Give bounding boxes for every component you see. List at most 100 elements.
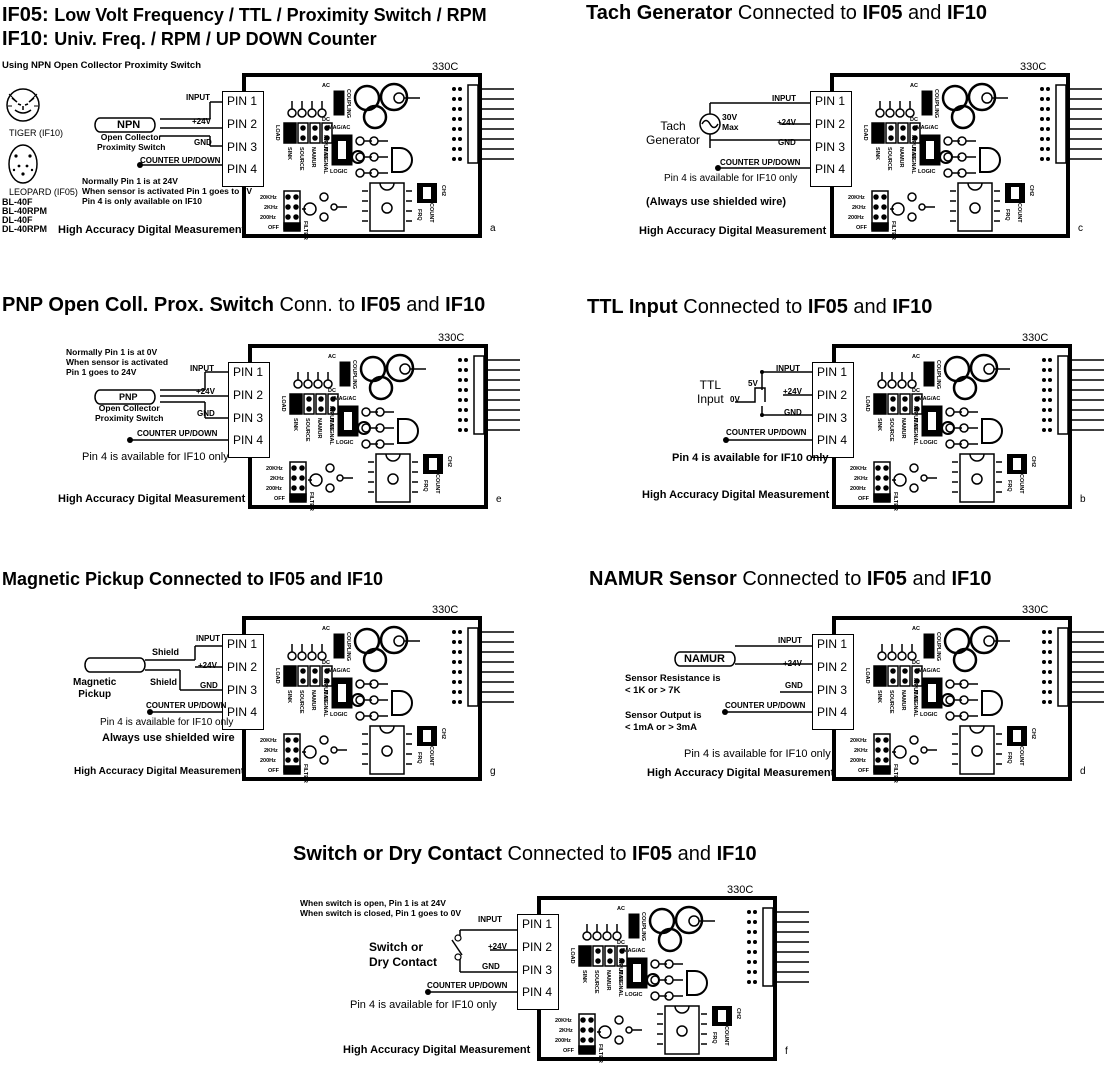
board-unit: 330C PIN 1 PIN 2 PIN 3 PIN 4 — [812, 332, 1107, 519]
label-frq: FRQ — [422, 480, 428, 492]
output-pins — [484, 359, 520, 431]
label-coupling: COUPLING — [933, 89, 939, 118]
label-2khz: 2KHz — [264, 748, 278, 754]
sensor-label-namur: NAMUR — [684, 653, 725, 665]
title-model1: IF05 — [862, 2, 903, 24]
label-dc: DC — [617, 940, 625, 946]
label-input-signal: INPUT SIGNAL — [910, 135, 916, 174]
board-unit: 330C PIN 1 PIN 2 PIN 3 PIN 4 — [812, 604, 1107, 791]
transistor — [979, 147, 1001, 173]
filter-components — [302, 192, 347, 222]
output-pins — [1068, 631, 1104, 703]
label-ch2: CH2 — [735, 1008, 741, 1019]
ic-chip — [362, 182, 412, 232]
output-connector — [1057, 627, 1069, 707]
wire-input-label: INPUT — [190, 364, 214, 373]
wire-counter-label: COUNTER UP/DOWN — [140, 156, 221, 165]
transistor — [686, 970, 708, 996]
label-mag-ac: MAG/AC — [328, 125, 350, 131]
capacitor-large-3 — [950, 104, 976, 130]
label-dc: DC — [322, 117, 330, 123]
panel-e-note: Normally Pin 1 is at 0V — [66, 347, 158, 357]
resistance-note: Sensor Resistance is < 1K or > 7K — [625, 673, 721, 696]
label-logic: LOGIC — [625, 992, 642, 998]
model-label: 330C — [1022, 332, 1049, 344]
panel-a-note: When sensor is activated Pin 1 goes to 0… — [82, 186, 253, 196]
label-dc: DC — [912, 660, 920, 666]
label-off: OFF — [858, 496, 870, 502]
label-ch2: CH2 — [440, 185, 446, 196]
label-frq: FRQ — [1006, 480, 1012, 492]
ac-source-icon — [699, 113, 721, 135]
pin-1-label: PIN 1 — [227, 637, 258, 651]
label-namur: NAMUR — [316, 418, 322, 438]
label-ch2: CH2 — [440, 728, 446, 739]
label-200hz: 200Hz — [260, 758, 276, 764]
label-coupling: COUPLING — [935, 632, 941, 661]
panel-e-note: When sensor is activated — [66, 357, 169, 367]
label-filter: FILTER — [890, 221, 896, 240]
board-unit: 330C PIN 1 PIN 2 PIN 3 PIN 4 — [222, 61, 517, 248]
source-label: Switch or Dry Contact — [369, 940, 438, 969]
wire-counter-label: COUNTER UP/DOWN — [725, 701, 806, 710]
pin4-note: Pin 4 is available for IF10 only — [672, 452, 829, 464]
label-mag-ac: MAG/AC — [334, 396, 356, 402]
label-ch2: CH2 — [1030, 728, 1036, 739]
label-input-signal: INPUT SIGNAL — [322, 135, 328, 174]
panel-a-note: Pin 4 is only available on IF10 — [82, 196, 202, 206]
label-count: COUNT — [428, 203, 434, 223]
pin-1-label: PIN 1 — [817, 365, 848, 379]
ic-chip — [952, 725, 1002, 775]
output-connector — [1055, 84, 1067, 164]
board-text: AC DC COUPLING LOAD SINK SOURCE NAMUR MA… — [555, 906, 741, 1063]
label-coupling: COUPLING — [640, 912, 646, 941]
panel-e-note: Pin 1 goes to 24V — [66, 367, 137, 377]
output-connector — [762, 907, 774, 987]
label-2khz: 2KHz — [559, 1028, 573, 1034]
switch-contacts — [454, 934, 462, 961]
output-pins — [1068, 359, 1104, 431]
output-pins — [478, 631, 514, 703]
title-mid: Connected to — [507, 843, 627, 865]
board-unit: 330C PIN 1 PIN 2 PIN 3 PIN 4 — [222, 604, 517, 791]
title-and: and — [406, 294, 440, 316]
label-2khz: 2KHz — [854, 476, 868, 482]
board-components: AC DC COUPLING LOAD SINK SOURCE NAMUR MA… — [555, 905, 809, 1063]
label-ac: AC — [328, 354, 336, 360]
label-count: COUNT — [428, 746, 434, 766]
label-ac: AC — [617, 906, 625, 912]
terminal-block: PIN 1 PIN 2 PIN 3 PIN 4 — [810, 91, 852, 187]
board-components: AC DC COUPLING LOAD SINK SOURCE NAMUR MA… — [850, 625, 1104, 783]
filter-components — [890, 192, 935, 222]
label-load: LOAD — [274, 125, 280, 141]
pin-2-label: PIN 2 — [817, 388, 848, 402]
level-low: 0V — [730, 395, 740, 404]
panel-a-subtitle: Using NPN Open Collector Proximity Switc… — [2, 60, 202, 71]
output-pin-dots — [747, 910, 757, 984]
wire-input-label: INPUT — [776, 364, 800, 373]
label-mag-ac: MAG/AC — [918, 396, 940, 402]
label-20khz: 20KHz — [848, 195, 865, 201]
frq-count-slot — [1011, 187, 1019, 199]
output-pin-dots — [458, 358, 468, 432]
label-frq: FRQ — [1006, 752, 1012, 764]
frq-count-slot — [429, 458, 437, 470]
label-source: SOURCE — [888, 690, 894, 714]
pin4-note: Pin 4 is available for IF10 only — [82, 451, 229, 463]
panel-letter: b — [1080, 494, 1086, 505]
label-load: LOAD — [274, 668, 280, 684]
label-namur: NAMUR — [900, 690, 906, 710]
coupling-jumper — [923, 361, 935, 387]
label-coupling: COUPLING — [345, 89, 351, 118]
panel-letter: g — [490, 766, 496, 777]
sensor-label-magnetic: Magnetic Pickup — [73, 677, 117, 700]
label-logic: LOGIC — [336, 440, 353, 446]
pin-4-label: PIN 4 — [227, 705, 258, 719]
title-and: and — [908, 2, 942, 24]
capacitor-large-2 — [969, 353, 999, 383]
label-mag: MAG — [322, 690, 328, 703]
pin-3-label: PIN 3 — [817, 683, 848, 697]
capacitor-large-3 — [362, 104, 388, 130]
title-model1: IF05 — [632, 843, 673, 865]
label-sink: SINK — [286, 147, 292, 160]
